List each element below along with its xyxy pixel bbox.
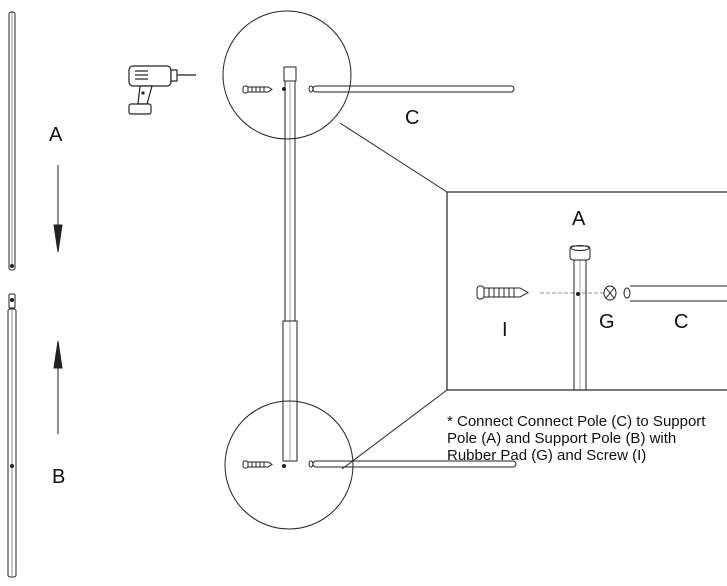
detail-box [446, 191, 727, 391]
screw-icon [242, 85, 273, 94]
detail-leader-lines [339, 122, 448, 470]
pole-c-bottom [308, 460, 517, 468]
drill-icon [128, 65, 196, 115]
detail-label-i: I [502, 319, 508, 341]
bottom-zoom-circle [224, 400, 354, 530]
detail-label-c: C [674, 311, 688, 333]
detail-pole-a [569, 245, 591, 390]
top-zoom-circle [222, 10, 352, 140]
arrow-down-icon [53, 165, 63, 253]
arrow-up-icon [53, 340, 63, 434]
label-c-top: C [405, 107, 419, 129]
pole-b-loose [7, 293, 17, 578]
detail-pole-c [623, 285, 727, 302]
main-vertical-pole [282, 66, 298, 468]
assembly-note: * Connect Connect Pole (C) to Support Po… [447, 413, 706, 464]
pole-c-top [308, 85, 515, 93]
screw-icon [476, 285, 530, 300]
label-b: B [52, 466, 65, 488]
detail-label-a: A [572, 208, 586, 230]
pole-a-loose [8, 11, 16, 271]
label-a: A [49, 124, 63, 146]
screw-icon [242, 460, 273, 469]
detail-label-g: G [599, 311, 615, 333]
rubber-pad-icon [603, 285, 617, 301]
